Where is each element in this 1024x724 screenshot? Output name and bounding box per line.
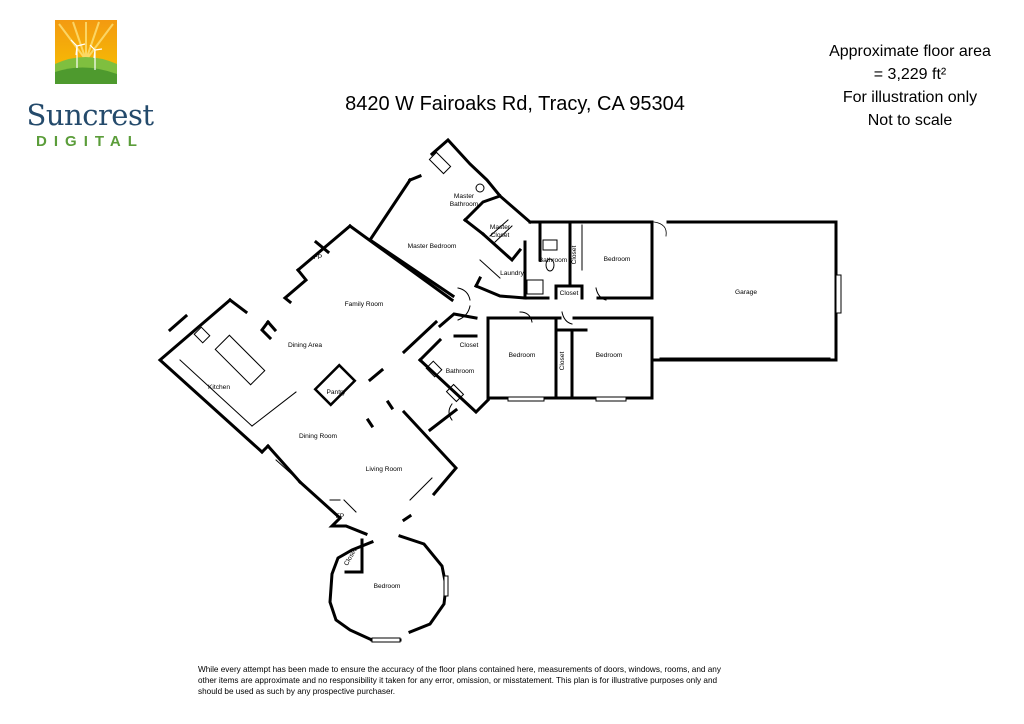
north-bedroom-walls <box>523 220 654 300</box>
master-fixtures <box>369 151 513 279</box>
label-bathroom-top: Bathroom <box>539 257 568 264</box>
mid-bedroom-walls <box>486 316 654 400</box>
north-fixtures <box>526 224 583 295</box>
label-master-bathroom-1: Master <box>454 193 475 200</box>
label-master-bedroom: Master Bedroom <box>408 243 457 250</box>
hall-bath-fixtures <box>425 360 465 403</box>
brand-logo: Suncrest DIGITAL <box>20 20 160 150</box>
label-family-room: Family Room <box>345 301 384 308</box>
label-dining-area: Dining Area <box>288 342 322 349</box>
label-fp-top: FP <box>314 254 323 261</box>
label-living-room: Living Room <box>366 466 403 473</box>
label-bedroom-top: Bedroom <box>604 256 631 263</box>
floor-area-info: Approximate floor area = 3,229 ft² For i… <box>800 40 1020 132</box>
label-garage: Garage <box>735 289 757 296</box>
hall-bath-walls <box>417 312 491 415</box>
label-closet-bottom: Closet <box>343 547 358 567</box>
garage-door-swing <box>653 221 667 237</box>
label-closet-mid-right: Closet <box>559 351 566 370</box>
brand-name: Suncrest <box>26 98 154 132</box>
label-fp-bottom: FP <box>336 513 345 520</box>
label-master-bathroom-2: Bathroom <box>450 201 479 208</box>
label-bedroom-mid-right: Bedroom <box>596 352 623 359</box>
label-laundry: Laundry <box>500 270 525 277</box>
disclaimer-text: While every attempt has been made to ens… <box>198 665 721 696</box>
garage-window <box>835 274 842 314</box>
label-closet-top: Closet <box>571 245 578 264</box>
label-kitchen: Kitchen <box>208 384 230 391</box>
living-fixtures <box>275 459 433 513</box>
label-master-closet-1: Master <box>490 224 511 231</box>
octagon-windows <box>371 575 449 643</box>
label-dining-room: Dining Room <box>299 433 338 440</box>
mid-bedroom-windows <box>507 396 627 402</box>
label-master-closet-2: Closet <box>491 232 510 239</box>
label-pantry: Pantry <box>326 389 346 396</box>
area-line-4: Not to scale <box>867 112 953 129</box>
area-line-3: For illustration only <box>842 89 978 106</box>
area-line-2: = 3,229 ft² <box>873 66 947 83</box>
property-address: 8420 W Fairoaks Rd, Tracy, CA 95304 <box>345 93 685 115</box>
sun-windmill-logo-icon <box>55 20 117 84</box>
label-bathroom-mid: Bathroom <box>446 368 475 375</box>
label-bedroom-bottom: Bedroom <box>374 583 401 590</box>
label-bedroom-mid-left: Bedroom <box>509 352 536 359</box>
kitchen-fixtures <box>179 326 357 427</box>
brand-subtitle: DIGITAL <box>36 133 144 150</box>
label-closet-small: Closet <box>560 290 579 297</box>
dining-living-walls <box>265 407 459 536</box>
door-swings <box>448 287 607 421</box>
label-closet-mid: Closet <box>460 342 479 349</box>
area-line-1: Approximate floor area <box>829 43 991 60</box>
center-partitions <box>365 319 439 429</box>
room-labels: Master Bathroom Master Closet Master Bed… <box>208 193 757 590</box>
